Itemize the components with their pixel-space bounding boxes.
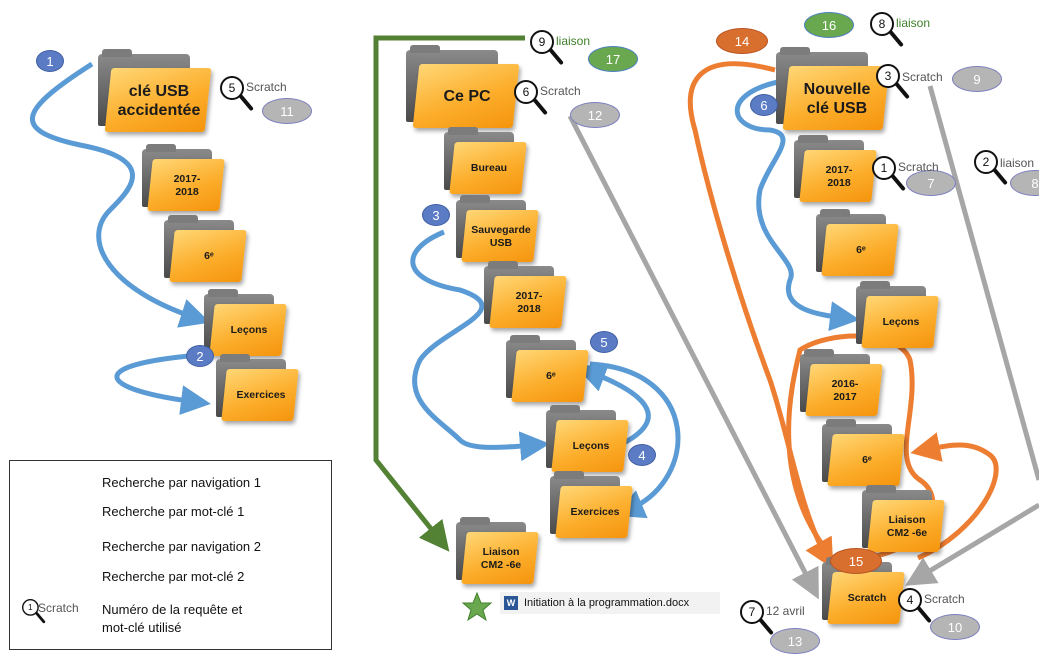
- folder-6e-c[interactable]: 6ᵉ: [816, 209, 900, 278]
- folder-bureau[interactable]: Bureau: [444, 127, 528, 196]
- query-keyword-8: liaison: [896, 16, 931, 30]
- legend-magnifier-icon: 1: [22, 599, 46, 630]
- query-magnifier-5: 5: [220, 76, 254, 120]
- legend: Recherche par navigation 1 Recherche par…: [9, 460, 332, 650]
- folder-2017-2018-a[interactable]: 2017- 2018: [142, 144, 226, 213]
- step-badge-3: 3: [422, 204, 450, 226]
- query-magnifier-8: 8: [870, 12, 904, 56]
- folder-2016-2017[interactable]: 2016- 2017: [800, 349, 884, 418]
- result-badge-9: 9: [952, 66, 1002, 92]
- legend-sample-keyword: Scratch: [38, 601, 79, 615]
- query-keyword-3: Scratch: [902, 70, 943, 84]
- query-keyword-2: liaison: [1000, 156, 1035, 170]
- folder-liaison-b[interactable]: Liaison CM2 -6e: [456, 517, 540, 586]
- result-badge-16: 16: [804, 12, 854, 38]
- query-magnifier-3: 3: [876, 64, 910, 108]
- folder-lecons-c[interactable]: Leçons: [856, 281, 940, 350]
- kw1-arrow-3: [905, 502, 1039, 586]
- query-magnifier-4: 4: [898, 588, 932, 632]
- result-badge-7: 7: [906, 170, 956, 196]
- kw1-arrow-2: [927, 85, 1039, 481]
- folder-6e-b[interactable]: 6ᵉ: [506, 335, 590, 404]
- query-keyword-4: Scratch: [924, 592, 965, 606]
- nav1-arrow-1: [30, 61, 211, 328]
- result-badge-10: 10: [930, 614, 980, 640]
- legend-label-kw1: Recherche par mot-clé 1: [102, 504, 245, 519]
- nav1-arrow-5: [589, 361, 681, 519]
- result-badge-11: 11: [262, 98, 312, 124]
- folder-usb-accident[interactable]: clé USB accidentée: [98, 49, 214, 134]
- folder-nouvelle-usb[interactable]: Nouvelle clé USB: [776, 47, 892, 132]
- step-badge-6: 6: [750, 94, 778, 116]
- folder-sauvegarde-usb[interactable]: Sauvegarde USB: [456, 195, 540, 264]
- legend-query-description: Numéro de la requête et mot-clé utilisé: [102, 602, 243, 636]
- query-magnifier-2: 2: [974, 150, 1008, 194]
- document-result[interactable]: W Initiation à la programmation.docx: [500, 592, 720, 614]
- folder-exercices-b[interactable]: Exercices: [550, 471, 634, 540]
- legend-label-nav1: Recherche par navigation 1: [102, 475, 261, 490]
- folder-6e-d[interactable]: 6ᵉ: [822, 419, 906, 488]
- query-keyword-5: Scratch: [246, 80, 287, 94]
- query-keyword-9: liaison: [556, 34, 591, 48]
- folder-lecons-a[interactable]: Leçons: [204, 289, 288, 358]
- result-badge-13: 13: [770, 628, 820, 654]
- nav2-arrow-1: [687, 61, 834, 570]
- nav1-arrow-2: [114, 352, 211, 416]
- query-magnifier-6: 6: [514, 80, 548, 124]
- query-keyword-6: Scratch: [540, 84, 581, 98]
- kw2-arrow: [373, 35, 525, 552]
- nav2-arrow-3: [910, 432, 999, 561]
- folder-exercices-a[interactable]: Exercices: [216, 354, 300, 423]
- query-magnifier-1: 1: [872, 156, 906, 200]
- folder-2017-2018-c[interactable]: 2017- 2018: [794, 135, 878, 204]
- result-badge-14: 14: [716, 28, 768, 54]
- nav1-arrow-3: [410, 229, 550, 462]
- star-icon: [462, 592, 492, 622]
- query-keyword-1: Scratch: [898, 160, 939, 174]
- step-badge-2: 2: [186, 345, 214, 367]
- query-magnifier-9: 9: [530, 30, 564, 74]
- folder-ce-pc[interactable]: Ce PC: [406, 45, 522, 130]
- nav1-arrow-4: [575, 363, 651, 448]
- word-doc-icon: W: [504, 596, 518, 610]
- document-name: Initiation à la programmation.docx: [524, 597, 690, 609]
- folder-2017-2018-b[interactable]: 2017- 2018: [484, 261, 568, 330]
- nav1-arrow-6: [734, 79, 860, 332]
- legend-label-kw2: Recherche par mot-clé 2: [102, 569, 245, 584]
- folder-liaison-c[interactable]: Liaison CM2 -6e: [862, 485, 946, 554]
- query-magnifier-7: 7: [740, 600, 774, 644]
- legend-label-nav2: Recherche par navigation 2: [102, 539, 261, 554]
- kw1-arrow-1: [567, 114, 819, 600]
- query-keyword-7: 12 avril: [766, 604, 805, 618]
- result-badge-12: 12: [570, 102, 620, 128]
- step-badge-4: 4: [628, 444, 656, 466]
- folder-6e-a[interactable]: 6ᵉ: [164, 215, 248, 284]
- result-badge-15: 15: [830, 548, 882, 574]
- result-badge-17: 17: [588, 46, 638, 72]
- step-badge-1: 1: [36, 50, 64, 72]
- folder-lecons-b[interactable]: Leçons: [546, 405, 630, 474]
- step-badge-5: 5: [590, 331, 618, 353]
